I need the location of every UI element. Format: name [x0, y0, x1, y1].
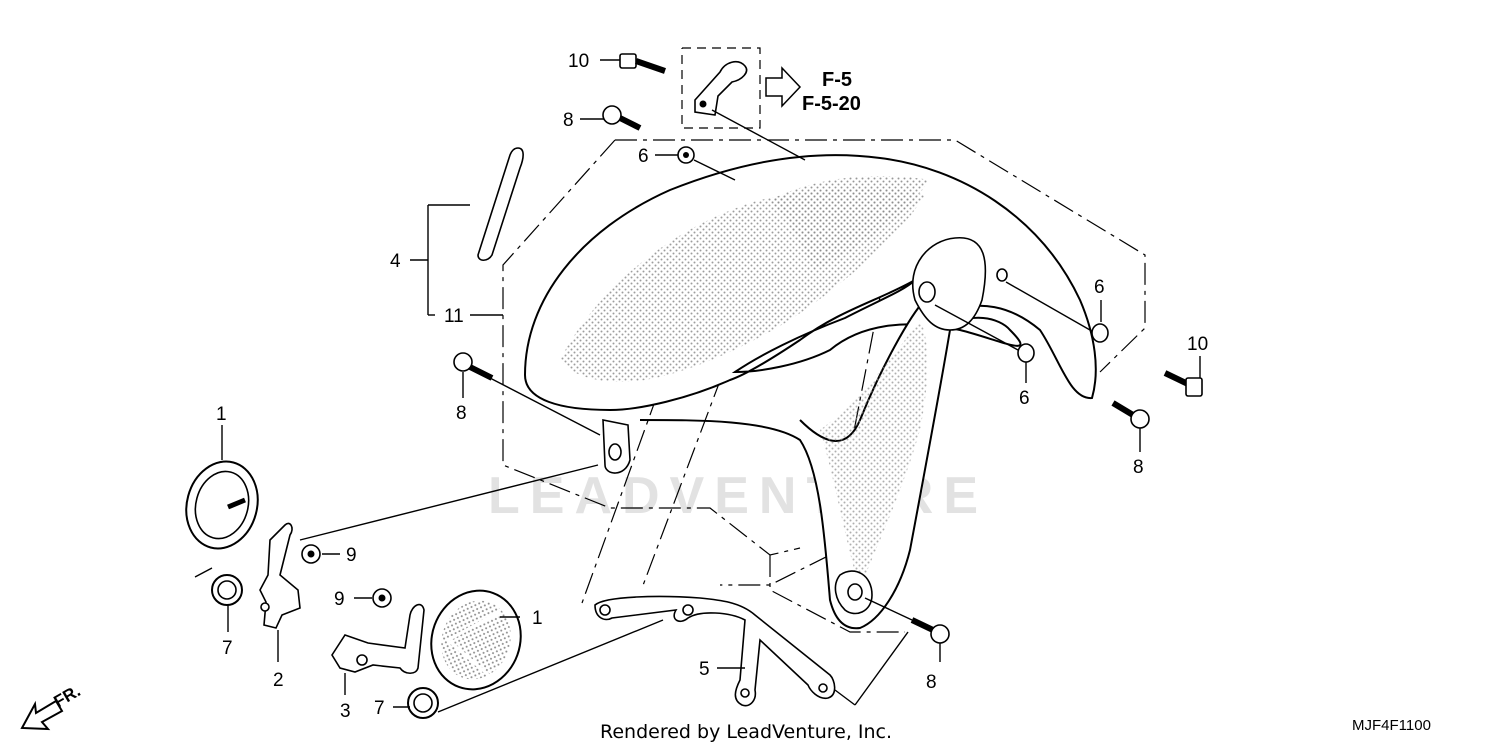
- flange-bolt-8-left[interactable]: [453, 352, 494, 381]
- front-fender[interactable]: [523, 154, 1097, 630]
- stay-guide-bottom: [769, 555, 905, 633]
- callout-11: 11: [444, 306, 464, 327]
- grommet-6-right[interactable]: [1091, 323, 1109, 343]
- reflector-1-right[interactable]: [418, 578, 535, 702]
- callout-8-bottom: 8: [926, 672, 937, 693]
- callout-1-left: 1: [216, 404, 227, 425]
- grommet-6-top[interactable]: [677, 146, 695, 164]
- flange-bolt-10-right[interactable]: [1163, 370, 1203, 397]
- fender-stay-5[interactable]: [594, 595, 836, 707]
- reflector-stay-3[interactable]: [331, 603, 425, 675]
- callout-9-upper: 9: [346, 545, 357, 566]
- reference-box: [681, 47, 761, 129]
- nut-9-upper[interactable]: [301, 544, 321, 564]
- flange-bolt-8-right[interactable]: [1111, 400, 1150, 429]
- front-direction-indicator: FR.: [20, 681, 84, 731]
- rubber-grommet-7-right[interactable]: [407, 687, 439, 719]
- callout-9-lower: 9: [334, 589, 345, 610]
- callout-1-right: 1: [532, 608, 543, 629]
- leader-lines: [194, 59, 1201, 713]
- diagram-code: MJF4F1100: [1352, 717, 1431, 734]
- assembly-boundary-upper: [615, 139, 1146, 373]
- callout-8-left: 8: [456, 403, 467, 424]
- callout-7-right: 7: [374, 698, 385, 719]
- callout-10-top: 10: [568, 51, 589, 72]
- grommet-6-upper-right[interactable]: [996, 268, 1008, 282]
- grommet-6-mid[interactable]: [1017, 343, 1035, 363]
- callout-7-left: 7: [222, 638, 233, 659]
- callout-8-top: 8: [563, 110, 574, 131]
- flange-bolt-10-top[interactable]: [619, 53, 666, 74]
- nut-9-lower[interactable]: [372, 588, 392, 608]
- flange-bolt-8-bottom[interactable]: [910, 617, 950, 644]
- render-credit: Rendered by LeadVenture, Inc.: [600, 721, 892, 743]
- brake-hose-clamp[interactable]: [694, 60, 748, 116]
- rubber-grommet-7-left[interactable]: [211, 574, 243, 606]
- callout-6-top: 6: [638, 146, 649, 167]
- flange-bolt-8-top[interactable]: [602, 105, 642, 131]
- fender-upper-mount: [912, 237, 987, 331]
- callout-8-right: 8: [1133, 457, 1144, 478]
- decal-strip[interactable]: [477, 147, 524, 262]
- callout-4: 4: [390, 251, 401, 272]
- callout-2: 2: [273, 670, 284, 691]
- callout-6-right: 6: [1094, 277, 1105, 298]
- reflector-stay-2[interactable]: [259, 522, 301, 629]
- callout-3: 3: [340, 701, 351, 722]
- callout-5: 5: [699, 659, 710, 680]
- front-direction-arrow-icon: [20, 699, 64, 731]
- callout-10-right: 10: [1187, 334, 1208, 355]
- reflector-1-left[interactable]: [177, 453, 267, 556]
- reference-f5-20[interactable]: F-5-20: [802, 93, 861, 115]
- reference-f5[interactable]: F-5: [822, 69, 852, 91]
- reference-arrow-icon: [765, 66, 802, 108]
- callout-6-mid: 6: [1019, 388, 1030, 409]
